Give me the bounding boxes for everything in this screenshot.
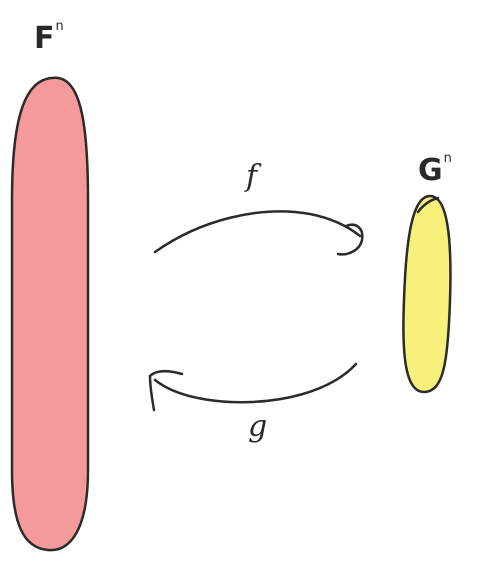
set-G-superscript: n: [443, 151, 452, 166]
map-f-label: f: [246, 159, 258, 194]
set-F-shape: [10, 76, 90, 552]
set-F-label: Fn: [34, 20, 64, 56]
arrow-g: [153, 362, 358, 404]
set-F-superscript: n: [55, 19, 64, 34]
map-g-label: g: [248, 409, 268, 444]
set-G-curl: [416, 196, 440, 214]
arrowhead-g: [148, 370, 184, 412]
set-G-label: Gn: [418, 152, 452, 188]
arrow-f: [153, 210, 362, 254]
set-G-name: G: [418, 153, 443, 188]
set-F-name: F: [34, 21, 55, 56]
arrowhead-f: [336, 223, 364, 256]
set-G-shape: [402, 194, 452, 394]
